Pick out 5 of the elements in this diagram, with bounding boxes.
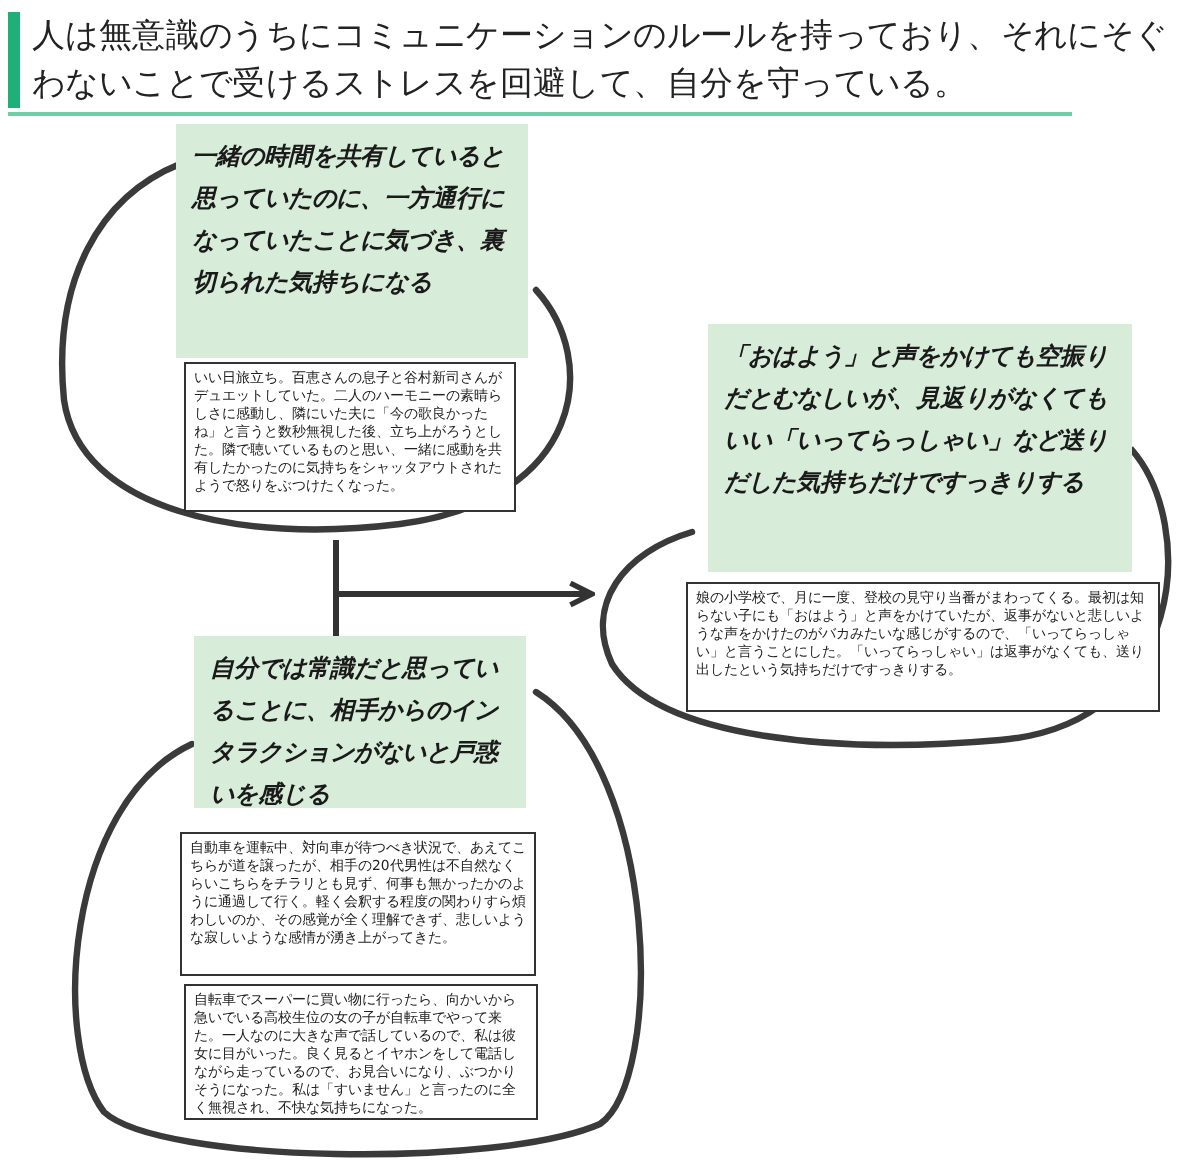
- sticky-note: 「おはよう」と声をかけても空振りだとむなしいが、見返りがなくてもいい「いってらっしゃい」など送りだした気持ちだけですっきりする: [708, 324, 1132, 572]
- sticky-note: 自分では常識だと思っていることに、相手からのインタラクションがないと戸惑いを感じる: [194, 636, 526, 808]
- arrow: [333, 537, 595, 639]
- sticky-note: 一緒の時間を共有していると思っていたのに、一方通行になっていたことに気づき、裏切られた気持ちになる: [176, 124, 528, 358]
- title: 人は無意識のうちにコミュニケーションのルールを持っており、それにそぐわないことで受けるストレスを回避して、自分を守っている。: [32, 14, 1170, 106]
